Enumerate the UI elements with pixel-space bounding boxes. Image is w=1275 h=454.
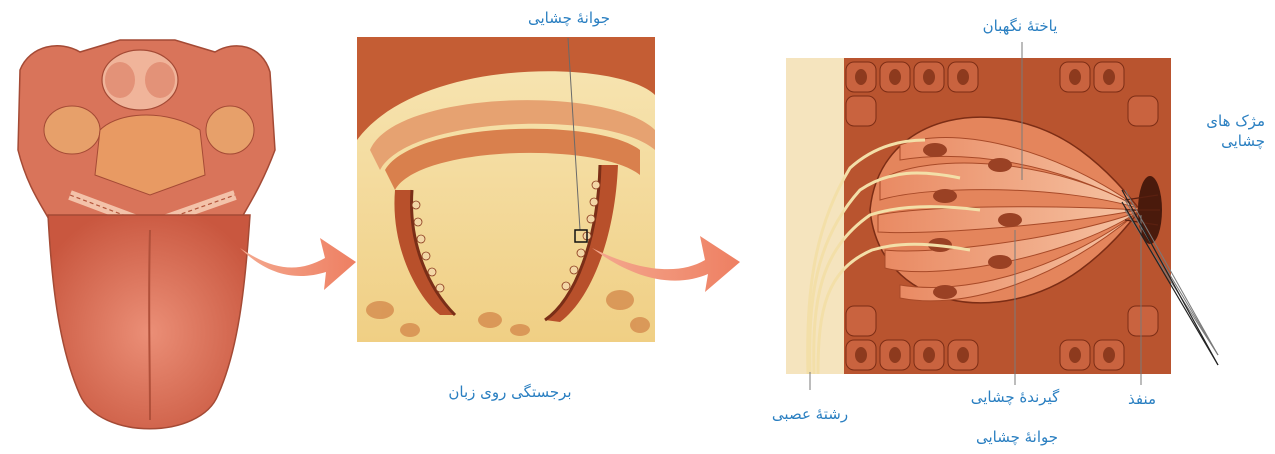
label-taste-bud-top: جوانۀ چشایی [510, 9, 628, 27]
label-nerve-fiber: رشتۀ عصبی [750, 405, 870, 423]
label-taste-hairs: مژک های چشایی [1195, 111, 1265, 151]
papilla-section-illustration [357, 37, 655, 342]
arrow-right-icon [240, 238, 356, 290]
tongue-illustration [18, 40, 275, 429]
label-taste-receptor: گیرندۀ چشایی [950, 388, 1080, 406]
caption-papilla: برجستگی روی زبان [420, 383, 600, 401]
label-taste-bud-bottom: جوانۀ چشایی [955, 428, 1079, 446]
label-guard-cell: یاختۀ نگهبان [960, 17, 1080, 35]
label-pore: منفذ [1110, 390, 1174, 408]
taste-bud-illustration [786, 42, 1218, 390]
